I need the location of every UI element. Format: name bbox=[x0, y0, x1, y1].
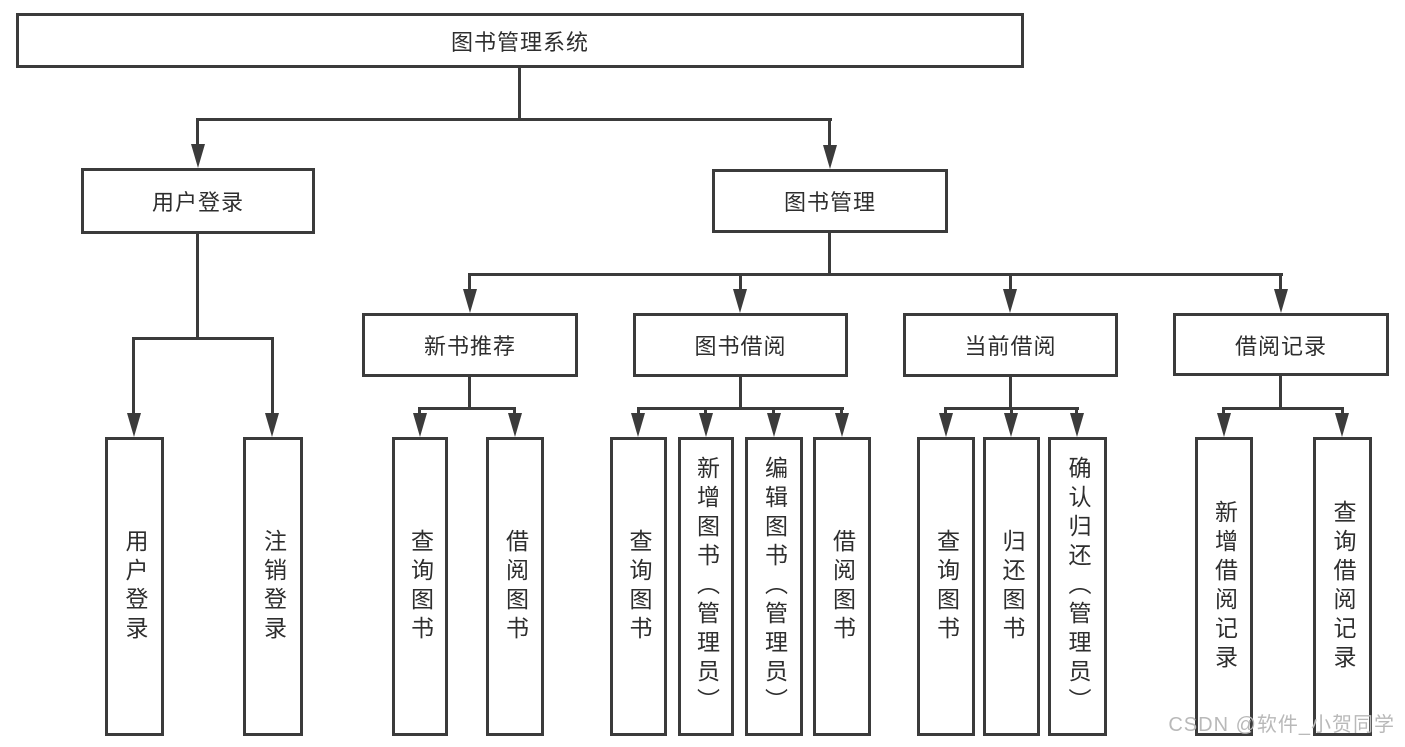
arrowhead-leaf bbox=[1004, 413, 1018, 437]
leaf-label: 用户登录 bbox=[122, 528, 148, 645]
leaf-label: 查询图书 bbox=[626, 528, 652, 645]
node-user-login: 用户登录 bbox=[81, 168, 315, 234]
node-label: 新书推荐 bbox=[423, 334, 516, 359]
connector-drop bbox=[944, 407, 947, 416]
connector-drop bbox=[418, 407, 421, 416]
node-label: 图书借阅 bbox=[694, 334, 787, 359]
leaf-label: 归还图书 bbox=[999, 528, 1025, 645]
leaf-confirm-return-admin: 确认归还（管理员） bbox=[1048, 437, 1107, 736]
leaf-query-borrow-record: 查询借阅记录 bbox=[1313, 437, 1372, 736]
leaf-add-borrow-record: 新增借阅记录 bbox=[1195, 437, 1253, 736]
leaf-label: 编辑图书（管理员） bbox=[761, 456, 788, 717]
connector-user-login-hbar bbox=[132, 337, 274, 340]
arrowhead-leaf bbox=[1335, 413, 1349, 437]
leaf-query-books-borrow: 查询图书 bbox=[610, 437, 667, 736]
connector-new-book-hbar bbox=[418, 407, 516, 410]
connector-book-borrow-stem bbox=[739, 377, 742, 410]
connector-drop bbox=[772, 407, 775, 416]
leaf-label: 查询图书 bbox=[933, 528, 960, 645]
arrowhead-book-management bbox=[823, 145, 837, 169]
leaf-label: 新增图书（管理员） bbox=[693, 456, 720, 717]
node-book-borrow: 图书借阅 bbox=[633, 313, 848, 377]
node-label: 用户登录 bbox=[151, 190, 244, 215]
arrowhead-leaf bbox=[699, 413, 713, 437]
arrowhead-leaf-logout bbox=[265, 413, 279, 437]
connector-drop bbox=[513, 407, 516, 416]
connector-drop-user-login bbox=[196, 118, 199, 148]
leaf-borrow-books-recommend: 借阅图书 bbox=[486, 437, 544, 736]
connector-drop-borrow-records bbox=[1279, 273, 1282, 293]
leaf-label: 借阅图书 bbox=[502, 528, 529, 645]
connector-book-management-stem bbox=[828, 233, 831, 276]
arrowhead-leaf bbox=[767, 413, 781, 437]
leaf-user-login: 用户登录 bbox=[105, 437, 164, 736]
connector-root-stem bbox=[518, 68, 521, 121]
leaf-logout: 注销登录 bbox=[243, 437, 303, 736]
arrowhead-leaf bbox=[1070, 413, 1084, 437]
leaf-label: 新增借阅记录 bbox=[1211, 499, 1238, 674]
connector-book-management-hbar bbox=[468, 273, 1283, 276]
connector-borrow-records-stem bbox=[1279, 376, 1282, 410]
leaf-query-books-recommend: 查询图书 bbox=[392, 437, 448, 736]
connector-current-borrow-stem bbox=[1009, 377, 1012, 410]
node-label: 当前借阅 bbox=[964, 334, 1057, 359]
connector-drop-book-borrow bbox=[739, 273, 742, 293]
connector-borrow-records-hbar bbox=[1222, 407, 1344, 410]
connector-user-login-stem bbox=[196, 234, 199, 340]
arrowhead-new-book bbox=[463, 289, 477, 313]
leaf-label: 查询图书 bbox=[407, 528, 434, 645]
connector-drop bbox=[1222, 407, 1225, 416]
connector-drop bbox=[637, 407, 640, 416]
connector-drop-book-management bbox=[828, 118, 831, 148]
arrowhead-leaf bbox=[835, 413, 849, 437]
arrowhead-leaf bbox=[631, 413, 645, 437]
connector-drop bbox=[1010, 407, 1013, 416]
node-new-book-recommend: 新书推荐 bbox=[362, 313, 578, 377]
leaf-edit-book-admin: 编辑图书（管理员） bbox=[745, 437, 803, 736]
leaf-label: 确认归还（管理员） bbox=[1065, 456, 1091, 717]
arrowhead-leaf-user-login bbox=[127, 413, 141, 437]
arrowhead-leaf bbox=[508, 413, 522, 437]
connector-drop bbox=[704, 407, 707, 416]
leaf-return-book: 归还图书 bbox=[983, 437, 1040, 736]
leaf-borrow-books: 借阅图书 bbox=[813, 437, 871, 736]
connector-drop-new-book bbox=[468, 273, 471, 293]
arrowhead-leaf bbox=[413, 413, 427, 437]
connector-root-hbar bbox=[196, 118, 832, 121]
arrowhead-leaf bbox=[1217, 413, 1231, 437]
node-book-management-system: 图书管理系统 bbox=[16, 13, 1024, 68]
leaf-label: 注销登录 bbox=[260, 528, 287, 645]
connector-drop bbox=[1341, 407, 1344, 416]
node-label: 借阅记录 bbox=[1234, 333, 1327, 359]
arrowhead-book-borrow bbox=[733, 289, 747, 313]
node-label: 图书管理系统 bbox=[450, 29, 589, 55]
node-current-borrow: 当前借阅 bbox=[903, 313, 1118, 377]
node-borrow-records: 借阅记录 bbox=[1173, 313, 1389, 376]
connector-drop bbox=[840, 407, 843, 416]
arrowhead-user-login bbox=[191, 144, 205, 168]
node-book-management: 图书管理 bbox=[712, 169, 948, 233]
leaf-label: 查询借阅记录 bbox=[1330, 499, 1356, 674]
leaf-query-books-current: 查询图书 bbox=[917, 437, 975, 736]
arrowhead-leaf bbox=[939, 413, 953, 437]
leaf-add-book-admin: 新增图书（管理员） bbox=[678, 437, 734, 736]
connector-new-book-stem bbox=[468, 377, 471, 410]
leaf-label: 借阅图书 bbox=[829, 528, 856, 645]
node-label: 图书管理 bbox=[783, 190, 876, 215]
connector-drop-leaf-logout bbox=[271, 337, 274, 416]
connector-drop bbox=[1075, 407, 1078, 416]
connector-drop-current-borrow bbox=[1009, 273, 1012, 293]
connector-drop-leaf-user-login bbox=[132, 337, 135, 416]
arrowhead-borrow-records bbox=[1274, 289, 1288, 313]
arrowhead-current-borrow bbox=[1003, 289, 1017, 313]
connector-book-borrow-hbar bbox=[637, 407, 844, 410]
watermark: CSDN @软件_小贺同学 bbox=[1168, 714, 1395, 736]
